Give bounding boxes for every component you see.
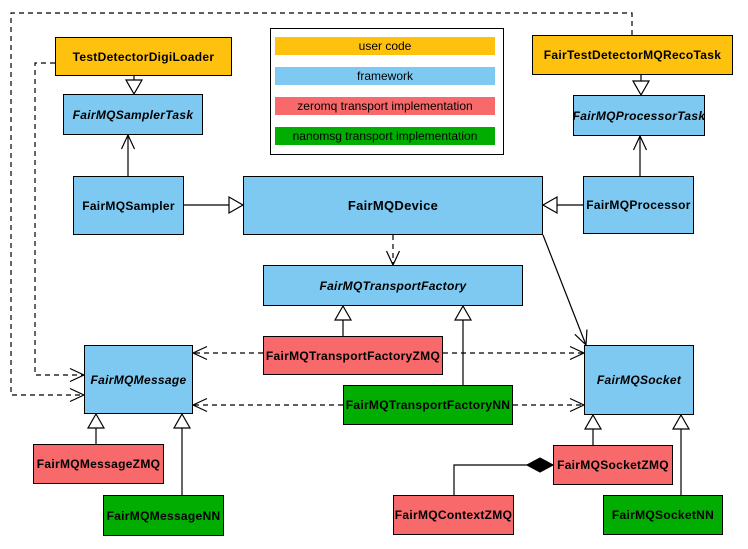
- arrowhead-wing: [69, 367, 85, 376]
- arrowhead-wing: [392, 250, 401, 266]
- class-node-label: FairMQSocketZMQ: [557, 458, 669, 472]
- arrowhead-wing: [69, 387, 85, 396]
- class-node-label: FairMQProcessor: [586, 198, 691, 212]
- class-node-label: TestDetectorDigiLoader: [72, 49, 215, 64]
- legend-item-zeromq: zeromq transport implementation: [275, 97, 495, 115]
- arrowhead-wing: [192, 352, 208, 361]
- class-node-label: FairMQMessageNN: [106, 508, 221, 523]
- edge-association-fairmqdevice-to-fairmqsocket: [542, 234, 587, 346]
- legend-item-framework: framework: [275, 67, 495, 85]
- class-node-fairmqsocketnn: FairMQSocketNN: [603, 495, 723, 535]
- edge-dependency-testdetectordigiloader-to-fairmqmessage: [34, 62, 84, 376]
- inheritance-triangle-icon: [453, 304, 473, 321]
- arrowhead-wing: [639, 135, 648, 151]
- inheritance-triangle-icon: [541, 195, 558, 215]
- edge-dependency-fairtestdetectormqrecotask-to-fairmqmessage: [10, 12, 633, 396]
- arrowhead-wing: [632, 135, 641, 151]
- arrowhead-wing: [569, 397, 585, 406]
- class-node-fairmqdevice: FairMQDevice: [243, 176, 543, 235]
- inheritance-triangle-icon: [671, 413, 691, 430]
- edge-composition-fairmqcontextzmq-to-fairmqsocketzmq: [453, 464, 528, 495]
- class-node-fairmqsocketzmq: FairMQSocketZMQ: [553, 445, 673, 485]
- class-node-label: FairMQSocket: [596, 373, 682, 387]
- composition-diamond-icon: [525, 457, 555, 473]
- class-node-fairmqmessage: FairMQMessage: [84, 345, 193, 414]
- arrowhead-wing: [569, 404, 585, 413]
- arrowhead-wing: [569, 345, 585, 354]
- class-node-label: FairMQDevice: [347, 198, 439, 213]
- class-node-fairmqsocket: FairMQSocket: [584, 345, 694, 415]
- class-node-fairtestdetectormqrecotask: FairTestDetectorMQRecoTask: [532, 35, 733, 75]
- inheritance-triangle-icon: [172, 412, 192, 429]
- arrowhead-wing: [585, 329, 588, 346]
- class-node-label: FairMQMessageZMQ: [36, 457, 161, 471]
- arrowhead-wing: [69, 374, 85, 383]
- inheritance-triangle-icon: [631, 80, 651, 97]
- legend-item-label: zeromq transport implementation: [297, 99, 473, 113]
- class-node-fairmqsampler: FairMQSampler: [73, 176, 184, 235]
- arrowhead-wing: [192, 345, 208, 354]
- class-node-label: FairMQSampler: [82, 198, 175, 213]
- arrowhead-wing: [385, 250, 394, 266]
- inheritance-triangle-icon: [583, 413, 603, 430]
- class-node-fairmqtransportfactory: FairMQTransportFactory: [263, 265, 523, 306]
- legend: user code framework zeromq transport imple…: [270, 28, 504, 155]
- class-node-fairmqprocessor: FairMQProcessor: [583, 176, 694, 234]
- class-node-fairmqmessagezmq: FairMQMessageZMQ: [33, 444, 164, 484]
- class-node-label: FairMQMessage: [90, 372, 187, 387]
- class-node-fairmqcontextzmq: FairMQContextZMQ: [393, 495, 514, 535]
- arrowhead-wing: [120, 134, 129, 150]
- arrowhead-wing: [127, 134, 136, 150]
- class-node-label: FairMQTransportFactoryZMQ: [265, 348, 441, 363]
- arrowhead-wing: [574, 333, 587, 346]
- class-node-fairmqprocessortask: FairMQProcessorTask: [573, 95, 705, 136]
- class-node-testdetectordigiloader: TestDetectorDigiLoader: [55, 37, 232, 76]
- class-node-label: FairMQContextZMQ: [394, 508, 513, 522]
- class-node-label: FairTestDetectorMQRecoTask: [543, 48, 722, 62]
- class-node-label: FairMQSocketNN: [611, 508, 715, 522]
- legend-item-label: user code: [358, 39, 412, 53]
- legend-item-label: nanomsg transport implementation: [292, 129, 478, 143]
- arrowhead-wing: [192, 397, 208, 406]
- legend-item-nanomsg: nanomsg transport implementation: [275, 127, 495, 145]
- inheritance-triangle-icon: [333, 304, 353, 321]
- arrowhead-wing: [192, 404, 208, 413]
- arrowhead-wing: [69, 394, 85, 403]
- class-node-label: FairMQTransportFactory: [319, 278, 467, 293]
- class-node-label: FairMQTransportFactoryNN: [345, 398, 511, 412]
- arrowhead-wing: [569, 352, 585, 361]
- inheritance-triangle-icon: [228, 195, 245, 215]
- legend-item-user-code: user code: [275, 37, 495, 55]
- class-node-label: FairMQSamplerTask: [72, 107, 194, 122]
- inheritance-triangle-icon: [86, 412, 106, 429]
- legend-item-label: framework: [356, 69, 413, 83]
- class-node-fairmqtransportfactorynn: FairMQTransportFactoryNN: [343, 385, 513, 425]
- class-node-label: FairMQProcessorTask: [572, 108, 706, 123]
- class-node-fairmqmessagenn: FairMQMessageNN: [103, 495, 224, 536]
- class-node-fairmqtransportfactoryzmq: FairMQTransportFactoryZMQ: [263, 336, 443, 375]
- class-node-fairmqsamplertask: FairMQSamplerTask: [63, 94, 203, 135]
- inheritance-triangle-icon: [124, 79, 144, 96]
